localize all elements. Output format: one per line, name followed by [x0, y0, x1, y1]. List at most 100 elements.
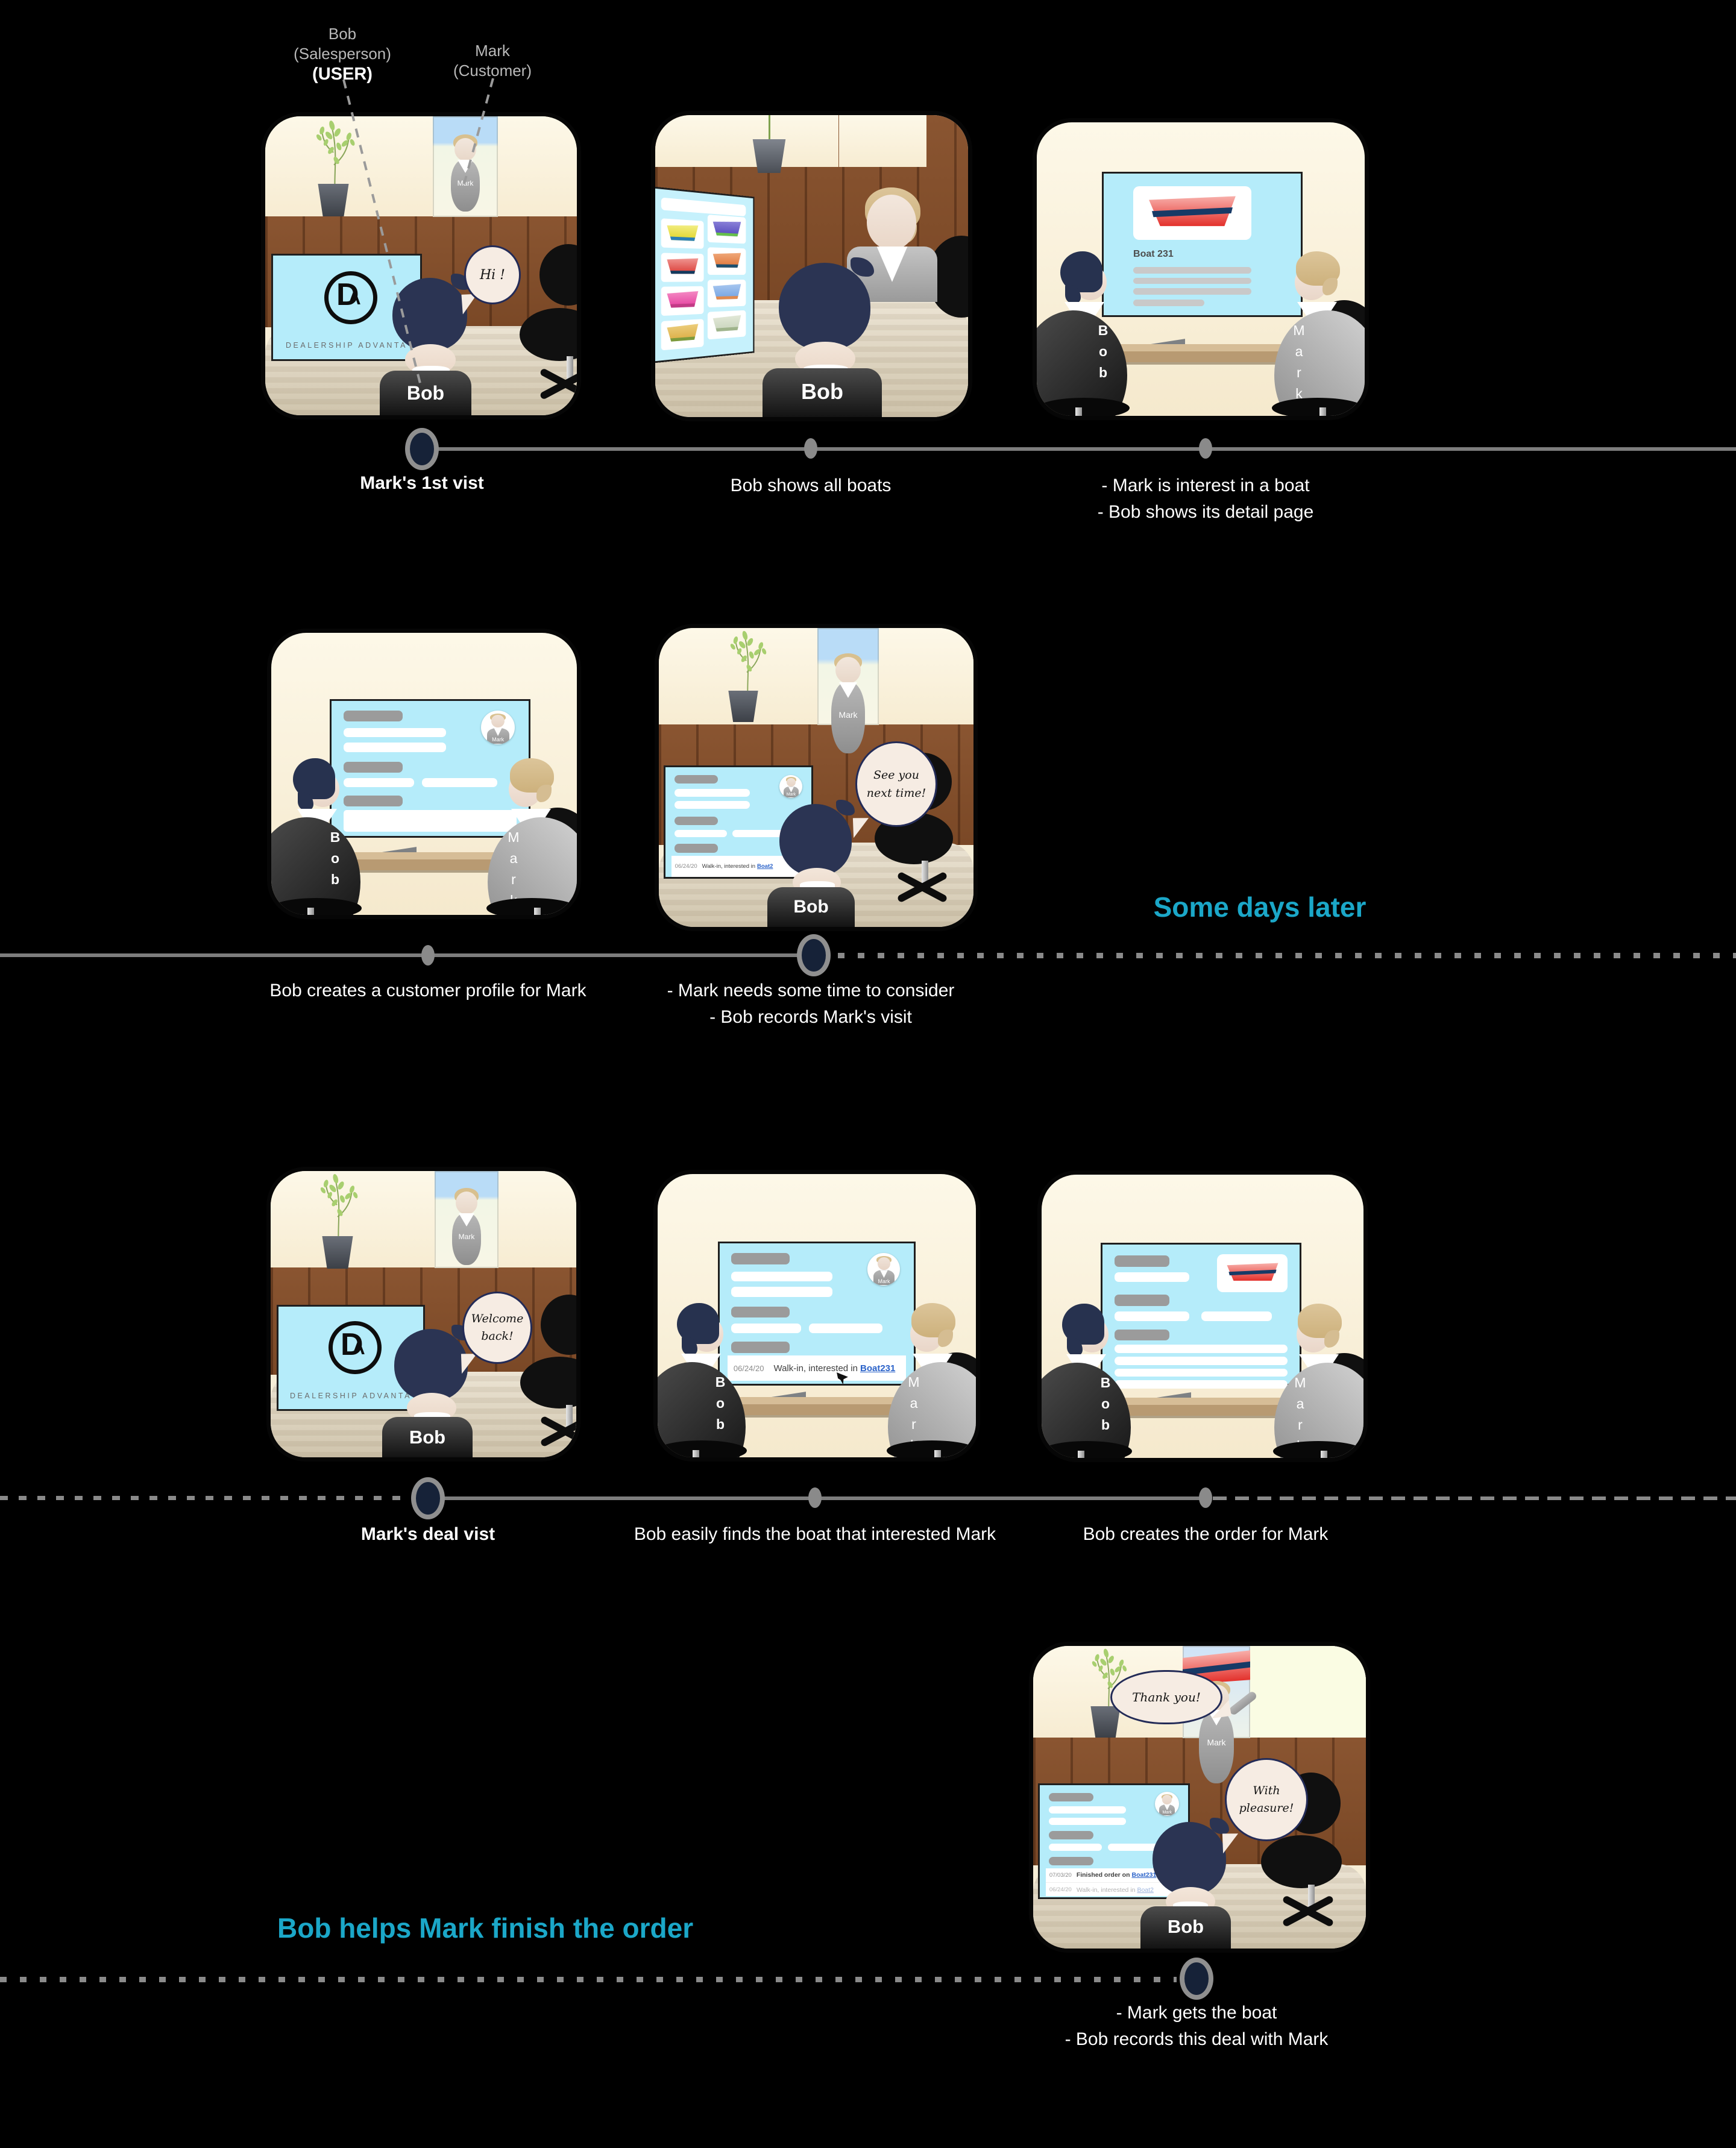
caption-r2c1: Bob creates a customer profile for Mark [269, 981, 587, 1000]
customer-profile-screen: Mark 06/24/20 Walk-in, interested in Boa… [718, 1242, 916, 1386]
boat-link[interactable]: Boat231 [860, 1363, 896, 1374]
visit-record-row: 06/24/20 Walk-in, interested in Boat231 [727, 1355, 907, 1381]
timeline-node-first-visit [405, 428, 439, 470]
timeline-row1 [422, 447, 1736, 451]
caption-r1c3: - Mark is interest in a boat- Bob shows … [1097, 476, 1314, 522]
caption-r2c2: - Mark needs some time to consider- Bob … [667, 981, 955, 1027]
bob-chair-label: Bob [1098, 1375, 1113, 1438]
mark-standing-figure: Mark [435, 1171, 498, 1307]
speech-bubble-hi: Hi ! [464, 245, 521, 304]
bob-chair-label: Bob [327, 829, 343, 893]
timeline-node-deal-visit [411, 1477, 445, 1519]
plant-icon [304, 1171, 371, 1243]
timeline-dot [804, 438, 817, 459]
timeline-dot [808, 1487, 822, 1508]
boat-link-dim[interactable]: Boat2 [1137, 1886, 1154, 1894]
panel-bob-shows-boats: Bob [655, 115, 968, 417]
bob-figure [779, 257, 875, 351]
mark-avatar: Mark [867, 1253, 901, 1286]
plant-pot [728, 691, 758, 722]
timeline-row3-dashed-right [1213, 1496, 1736, 1500]
desk [727, 1397, 911, 1415]
timeline-dot [421, 945, 435, 966]
bob-figure [293, 758, 341, 814]
panel-boat-detail: Boat 231 Bob Mark [1037, 122, 1365, 416]
bob-chair-label: Bob [1140, 1906, 1231, 1949]
boat-title: Boat 231 [1133, 248, 1174, 259]
bob-figure [392, 273, 470, 351]
speech-bubble-thank-you: Thank you! [1110, 1670, 1222, 1724]
doorway-top [839, 115, 926, 167]
panel-record-visit: Mark Mark 06/24/20 Walk-in, interested i… [659, 628, 973, 927]
mark-figure [861, 187, 922, 250]
mark-avatar: Mark [1155, 1792, 1180, 1817]
guest-chair-seat [1261, 1835, 1342, 1888]
bob-figure [677, 1303, 725, 1358]
mark-figure [1295, 1304, 1343, 1359]
panel-create-profile: Mark Bob Mark [271, 633, 577, 915]
plant-hanger [769, 115, 770, 140]
plant-pot [1090, 1706, 1121, 1738]
section-finish-order: Bob helps Mark finish the order [277, 1912, 694, 1944]
bob-chair-label: Bob [380, 371, 471, 415]
logo-text: DEALERSHIP ADVANTA [286, 341, 407, 350]
legend-mark-name: Mark [475, 42, 510, 60]
guest-chair-seat [520, 308, 577, 361]
mark-figure [908, 1303, 957, 1358]
desk [338, 852, 518, 870]
bob-chair-label: Bob [767, 887, 855, 927]
legend-mark-role: (Customer) [453, 61, 532, 80]
bob-chair-label: Bob [382, 1417, 473, 1457]
mark-chair-label: Mark [1291, 322, 1307, 407]
desk [1106, 344, 1296, 362]
timeline-node-finish-order [1180, 1958, 1213, 2000]
visit-record-row: 06/24/20 Walk-in, interested in Boat2 [671, 856, 806, 877]
caption-r3c3: Bob creates the order for Mark [1083, 1524, 1329, 1544]
timeline-row4-dashed [0, 1977, 1177, 1982]
mark-figure [1293, 251, 1341, 307]
mark-standing-figure: Mark [433, 116, 498, 255]
mark-avatar: Mark [481, 710, 515, 744]
legend-bob-name: Bob [328, 25, 357, 43]
bob-figure [779, 799, 855, 876]
timeline-row3-dashed [0, 1496, 403, 1500]
bob-figure [1153, 1817, 1229, 1895]
desk [1113, 1398, 1297, 1416]
customer-profile-screen: Mark [330, 699, 530, 838]
mark-figure [507, 758, 555, 814]
bob-figure [1060, 251, 1109, 307]
boat-link[interactable]: Boat231 [1131, 1871, 1157, 1879]
plant-icon [300, 118, 368, 192]
legend-mark: Mark (Customer) [402, 41, 583, 80]
caption-r1c2: Bob shows all boats [730, 476, 892, 495]
boat-link[interactable]: Boat2 [757, 863, 773, 870]
section-some-days-later: Some days later [1153, 891, 1366, 923]
order-screen [1101, 1243, 1301, 1389]
caption-r4c1: - Mark gets the boat- Bob records this d… [1065, 2003, 1329, 2049]
panel-finish-order: Mark Mark 07/03/20 Finished order on Boa… [1033, 1646, 1366, 1949]
logo-text: DEALERSHIP ADVANTA [290, 1392, 412, 1400]
boat-detail-screen: Boat 231 [1102, 172, 1303, 317]
caption-r3c1: Mark's deal vist [360, 1524, 495, 1544]
wall-right [1250, 1646, 1366, 1738]
history-rows: 07/03/20 Finished order on Boat231 06/24… [1045, 1868, 1183, 1897]
bob-figure [1062, 1304, 1110, 1359]
bob-chair-label: Bob [763, 368, 882, 417]
bob-figure [394, 1324, 471, 1401]
mark-standing-figure: Mark [817, 628, 879, 767]
timeline-node-record-visit [797, 934, 831, 976]
mark-avatar: Mark [779, 774, 803, 798]
hanging-pot-icon [752, 139, 786, 173]
boat-image-card [1133, 186, 1252, 240]
caption-r3c2: Bob easily finds the boat that intereste… [634, 1524, 996, 1544]
bob-chair-label: Bob [1095, 322, 1111, 386]
timeline-dot [1199, 1487, 1212, 1508]
timeline-row2-dotted [838, 953, 1736, 958]
ceiling [655, 115, 838, 167]
